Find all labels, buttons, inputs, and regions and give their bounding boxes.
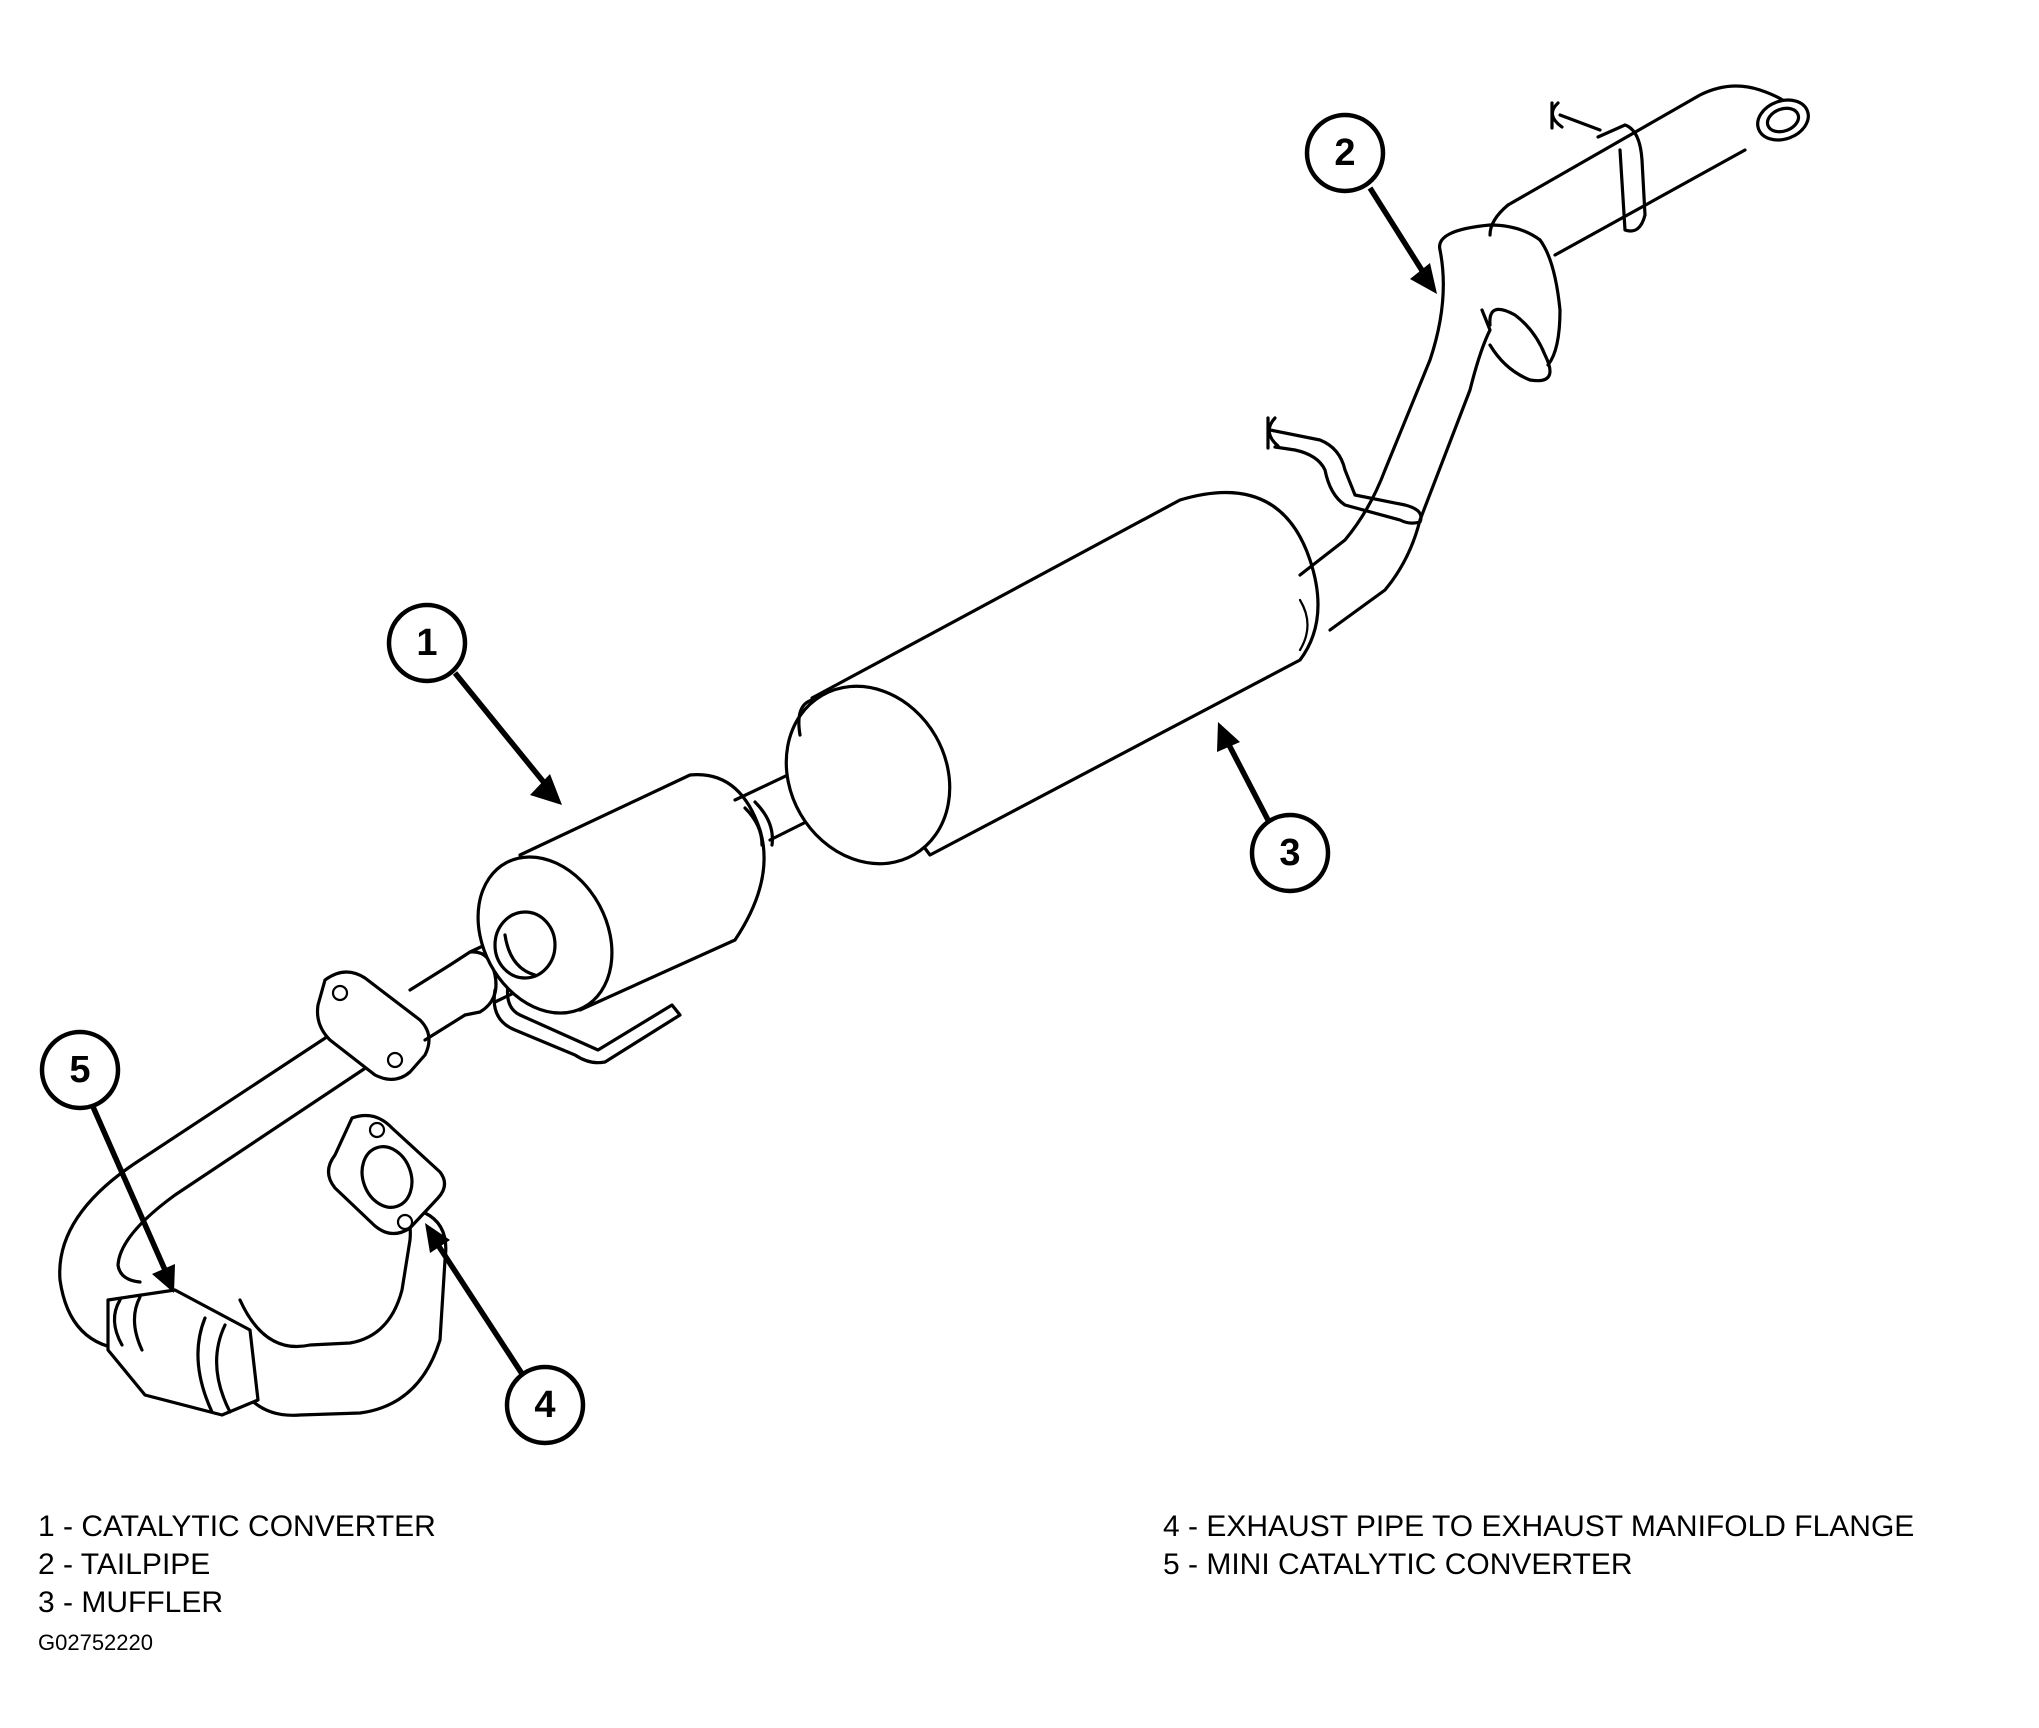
mini-catalytic-converter (106, 1288, 260, 1417)
callout-number-5: 5 (69, 1049, 90, 1091)
callout-5: 5 (39, 1029, 175, 1293)
legend-right: 4 - EXHAUST PIPE TO EXHAUST MANIFOLD FLA… (1163, 1508, 1914, 1584)
legend-item-5: 5 - MINI CATALYTIC CONVERTER (1163, 1548, 1633, 1581)
legend-item-2: 2 - TAILPIPE (38, 1548, 211, 1581)
tailpipe (1298, 84, 1810, 632)
callout-number-4: 4 (534, 1384, 555, 1426)
callout-number-2: 2 (1334, 132, 1355, 174)
legend-item-1: 1 - CATALYTIC CONVERTER (38, 1510, 436, 1543)
pipe-flange-joint (315, 963, 467, 1081)
manifold-flange (326, 1114, 447, 1236)
callout-number-3: 3 (1279, 832, 1300, 874)
callout-1: 1 (386, 602, 562, 805)
legend-left: 1 - CATALYTIC CONVERTER 2 - TAILPIPE 3 -… (38, 1508, 436, 1622)
figure-code: G02752220 (38, 1630, 153, 1655)
tailpipe-hangers (1266, 101, 1647, 525)
callout-number-1: 1 (416, 622, 437, 664)
muffler (784, 491, 1320, 866)
callout-4: 4 (425, 1223, 586, 1446)
catalytic-converter (476, 773, 766, 1015)
callout-2: 2 (1304, 112, 1437, 294)
legend-item-4: 4 - EXHAUST PIPE TO EXHAUST MANIFOLD FLA… (1163, 1510, 1915, 1543)
heat-shield-bracket (492, 983, 682, 1065)
callout-3: 3 (1217, 722, 1331, 894)
legend-item-3: 3 - MUFFLER (38, 1586, 224, 1619)
